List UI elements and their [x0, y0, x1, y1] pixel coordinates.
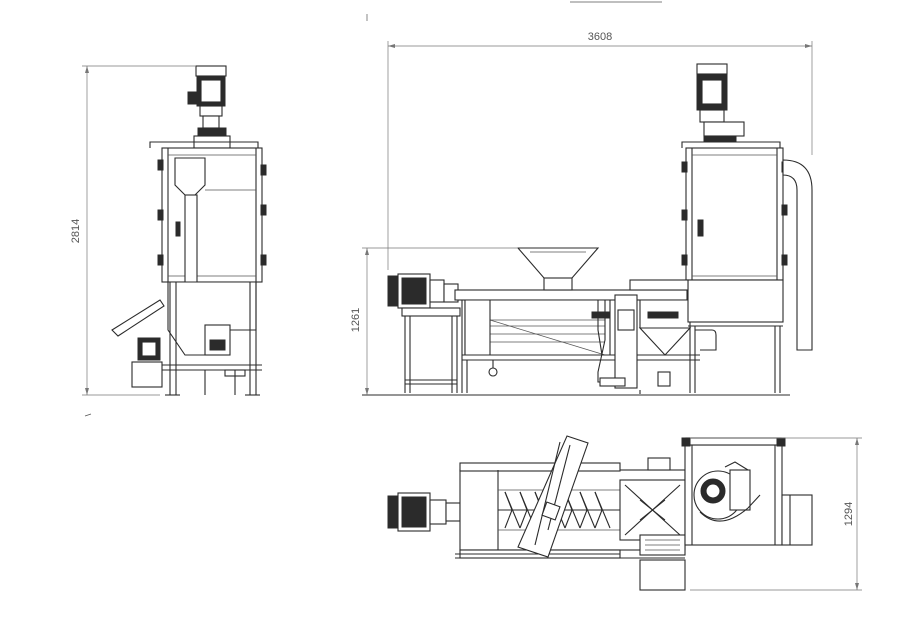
dimension-label-1294: 1294 [843, 502, 855, 526]
side-view: 2814 [70, 65, 267, 396]
front-view-screw-trough [454, 289, 700, 393]
plan-view-feed-hopper [517, 435, 589, 558]
front-view-pipework [591, 294, 692, 394]
dimension-overall-height: 2814 [70, 65, 196, 396]
dimension-overall-length: 3608 [387, 31, 813, 270]
plan-view: 1294 [387, 435, 862, 591]
side-view-base [111, 281, 262, 396]
side-view-cabinet [149, 141, 267, 346]
dimension-plan-width: 1294 [690, 437, 862, 591]
front-view-feed-hopper [516, 247, 600, 291]
dimension-label-2814: 2814 [70, 219, 82, 243]
plan-view-cabinet [681, 437, 813, 546]
stray-mark [84, 413, 92, 417]
dimension-label-1261: 1261 [350, 308, 362, 332]
side-view-motor [187, 65, 231, 149]
dimension-label-3608: 3608 [588, 31, 612, 43]
front-view: 3608 1261 [350, 31, 813, 396]
dimension-trough-height: 1261 [350, 247, 518, 395]
front-view-support-frame [401, 307, 461, 393]
front-view-drive-motor [387, 273, 459, 309]
plan-view-drive-motor [387, 492, 461, 532]
front-view-cabinet [629, 63, 813, 393]
